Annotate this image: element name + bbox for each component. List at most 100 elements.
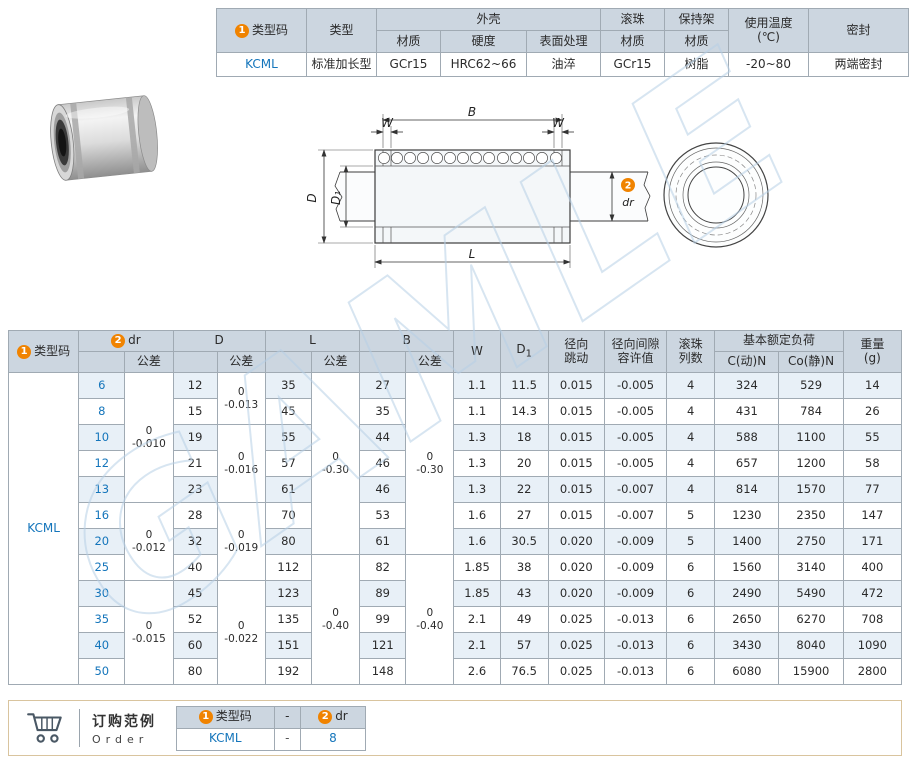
header-cell: 外壳 [376, 8, 601, 31]
cell: 30 [78, 580, 126, 607]
circle-badge: 2 [111, 334, 126, 348]
cell: 60 [172, 632, 218, 659]
cell: 0 -0.40 [310, 554, 361, 685]
cell: 11.5 [499, 372, 549, 399]
dim-label-l: L [469, 247, 476, 261]
cell: 43 [499, 580, 549, 607]
cell: 0 -0.022 [216, 580, 266, 685]
cell: -0.013 [603, 606, 668, 633]
cell: 2.6 [453, 658, 501, 685]
cell: -0.013 [603, 658, 668, 685]
cell: 0 -0.40 [405, 554, 455, 685]
cell: 6 [666, 554, 716, 581]
cell: 529 [778, 372, 844, 399]
header-cell: B [359, 330, 455, 352]
cell: 147 [842, 502, 903, 529]
cell: 400 [842, 554, 903, 581]
cell: 1400 [714, 528, 780, 555]
circle-badge: 1 [234, 23, 249, 38]
cell: 20 [499, 450, 549, 477]
cell: 0.020 [547, 554, 605, 581]
cell: 1570 [778, 476, 844, 503]
order-labels: 订购范例 Order [92, 711, 156, 746]
cell: 6 [666, 580, 716, 607]
cell: 1.6 [453, 502, 501, 529]
cell: 1.85 [453, 580, 501, 607]
cell: 8 [78, 398, 126, 425]
cell: 0 -0.012 [124, 502, 174, 581]
cell: 588 [714, 424, 780, 451]
dimension-lines [318, 114, 615, 268]
dim-label-d: D [305, 193, 319, 202]
cell: - [273, 727, 301, 751]
cell: 70 [264, 502, 312, 529]
header-cell: 滚珠 [600, 8, 665, 31]
cell: 35 [264, 372, 312, 399]
header-cell: 公差 [405, 351, 455, 373]
cell: 2750 [778, 528, 844, 555]
cell: 0 -0.016 [216, 424, 266, 503]
cell: 0 -0.010 [124, 372, 174, 503]
header-cell: 基本额定负荷 [714, 330, 844, 352]
cell: 标准加长型 [306, 52, 377, 77]
header-cell: 滚珠 列数 [666, 330, 716, 373]
cell: 2350 [778, 502, 844, 529]
cell: 192 [264, 658, 312, 685]
cell: 431 [714, 398, 780, 425]
header-cell [78, 351, 126, 373]
dr-number-badge: 2 [621, 178, 635, 192]
cell: 0.015 [547, 476, 605, 503]
cell: GCr15 [600, 52, 665, 77]
header-cell: L [264, 330, 361, 352]
cell: 0.020 [547, 580, 605, 607]
cell: 0.015 [547, 372, 605, 399]
cell: 45 [172, 580, 218, 607]
header-cell: 径向 跳动 [547, 330, 605, 373]
circle-badge: 1 [17, 344, 32, 359]
cell: 28 [172, 502, 218, 529]
cell: -0.005 [603, 372, 668, 399]
header-cell: 公差 [310, 351, 361, 373]
cell: 22 [499, 476, 549, 503]
cell: 0.025 [547, 632, 605, 659]
cell: 1.3 [453, 450, 501, 477]
cell: GCr15 [376, 52, 441, 77]
cell: 324 [714, 372, 780, 399]
cell: 10 [78, 424, 126, 451]
cell: 46 [359, 476, 407, 503]
header-cell: 使用温度 (℃) [728, 8, 809, 53]
header-cell: 径向间隙 容许值 [603, 330, 668, 373]
cell: 1.1 [453, 398, 501, 425]
cell: 814 [714, 476, 780, 503]
dim-label-dr: dr [622, 196, 635, 209]
circle-badge: 2 [318, 710, 333, 724]
cell: KCML [176, 727, 275, 751]
cell: 708 [842, 606, 903, 633]
cell: -0.005 [603, 450, 668, 477]
cell: 两端密封 [808, 52, 909, 77]
dim-label-w-right: W [552, 116, 565, 130]
cell: 1.1 [453, 372, 501, 399]
cell: 148 [359, 658, 407, 685]
cell: 784 [778, 398, 844, 425]
cell: 46 [359, 450, 407, 477]
header-cell: Co(静)N [778, 351, 844, 373]
cell: 76.5 [499, 658, 549, 685]
cell: 20 [78, 528, 126, 555]
cell: 1.3 [453, 476, 501, 503]
side-view [334, 149, 651, 244]
cell: 8 [299, 727, 367, 751]
cell: 99 [359, 606, 407, 633]
cell: 19 [172, 424, 218, 451]
header-cell: 密封 [808, 8, 909, 53]
